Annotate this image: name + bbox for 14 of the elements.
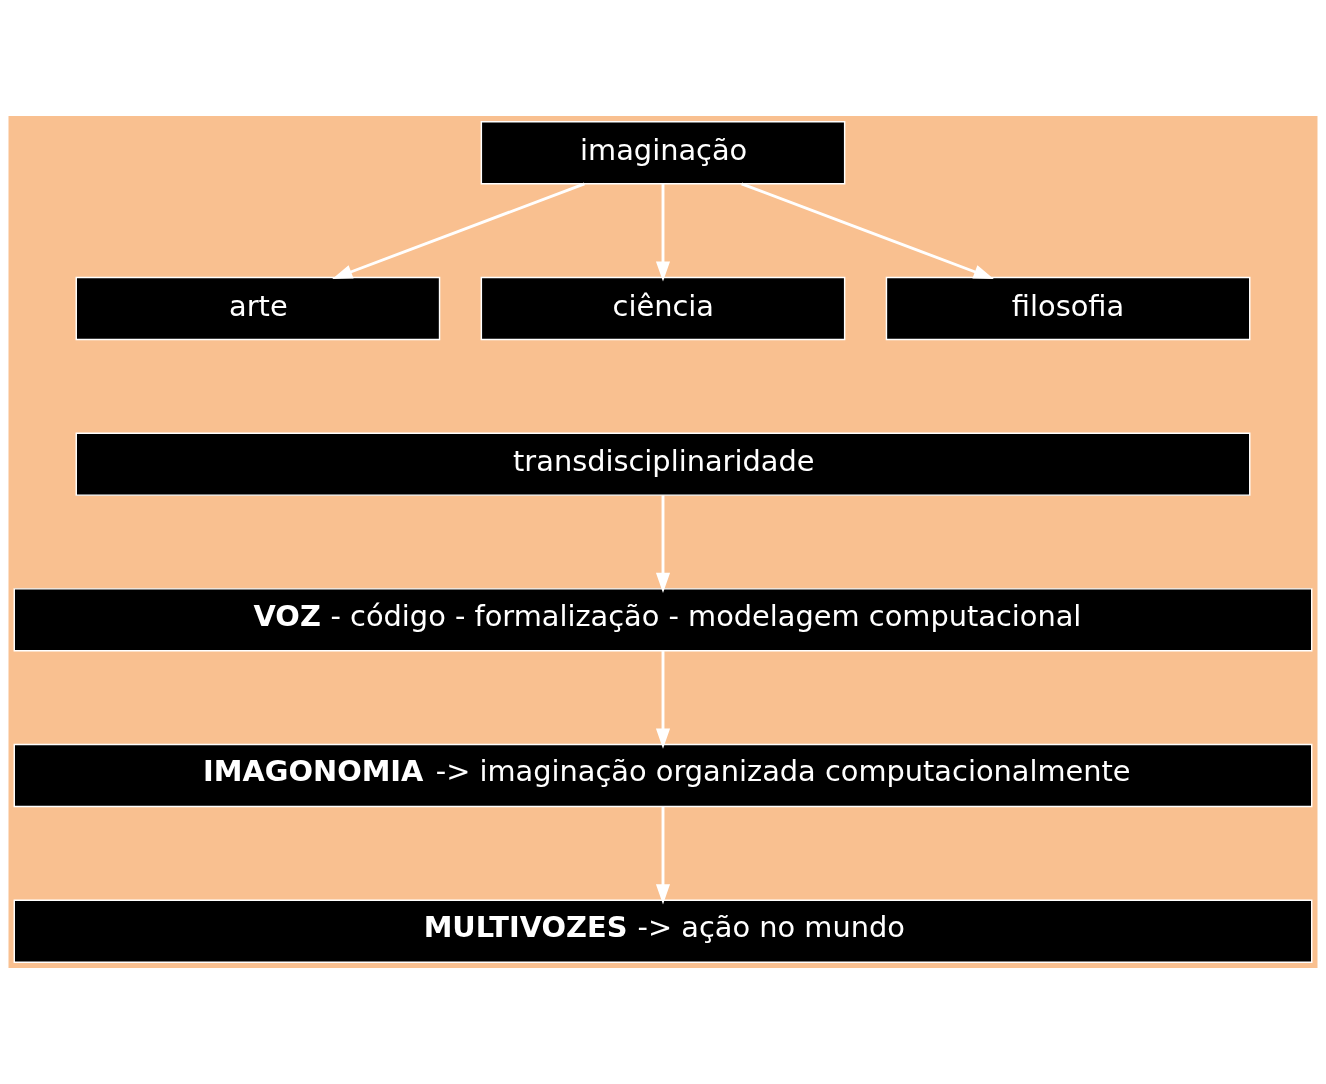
arrow: [655, 806, 671, 905]
arrow: [332, 182, 585, 279]
arrow: [655, 495, 671, 593]
node-box: ciência: [480, 276, 846, 341]
node-box: VOZ - código - formalização - modelagem computacional: [13, 588, 1313, 652]
arrow: [655, 651, 671, 749]
node-box: filosofia: [885, 276, 1251, 341]
node-box: IMAGONOMIA -> imaginação organizada computacionalmente: [13, 743, 1313, 808]
node-box: arte: [75, 276, 441, 341]
node-box: imaginação: [480, 121, 846, 185]
arrow: [741, 182, 994, 279]
arrow: [655, 184, 671, 282]
node-box: transdisciplinaridade: [75, 432, 1251, 496]
node-box: MULTIVOZES -> ação no mundo: [13, 899, 1313, 963]
